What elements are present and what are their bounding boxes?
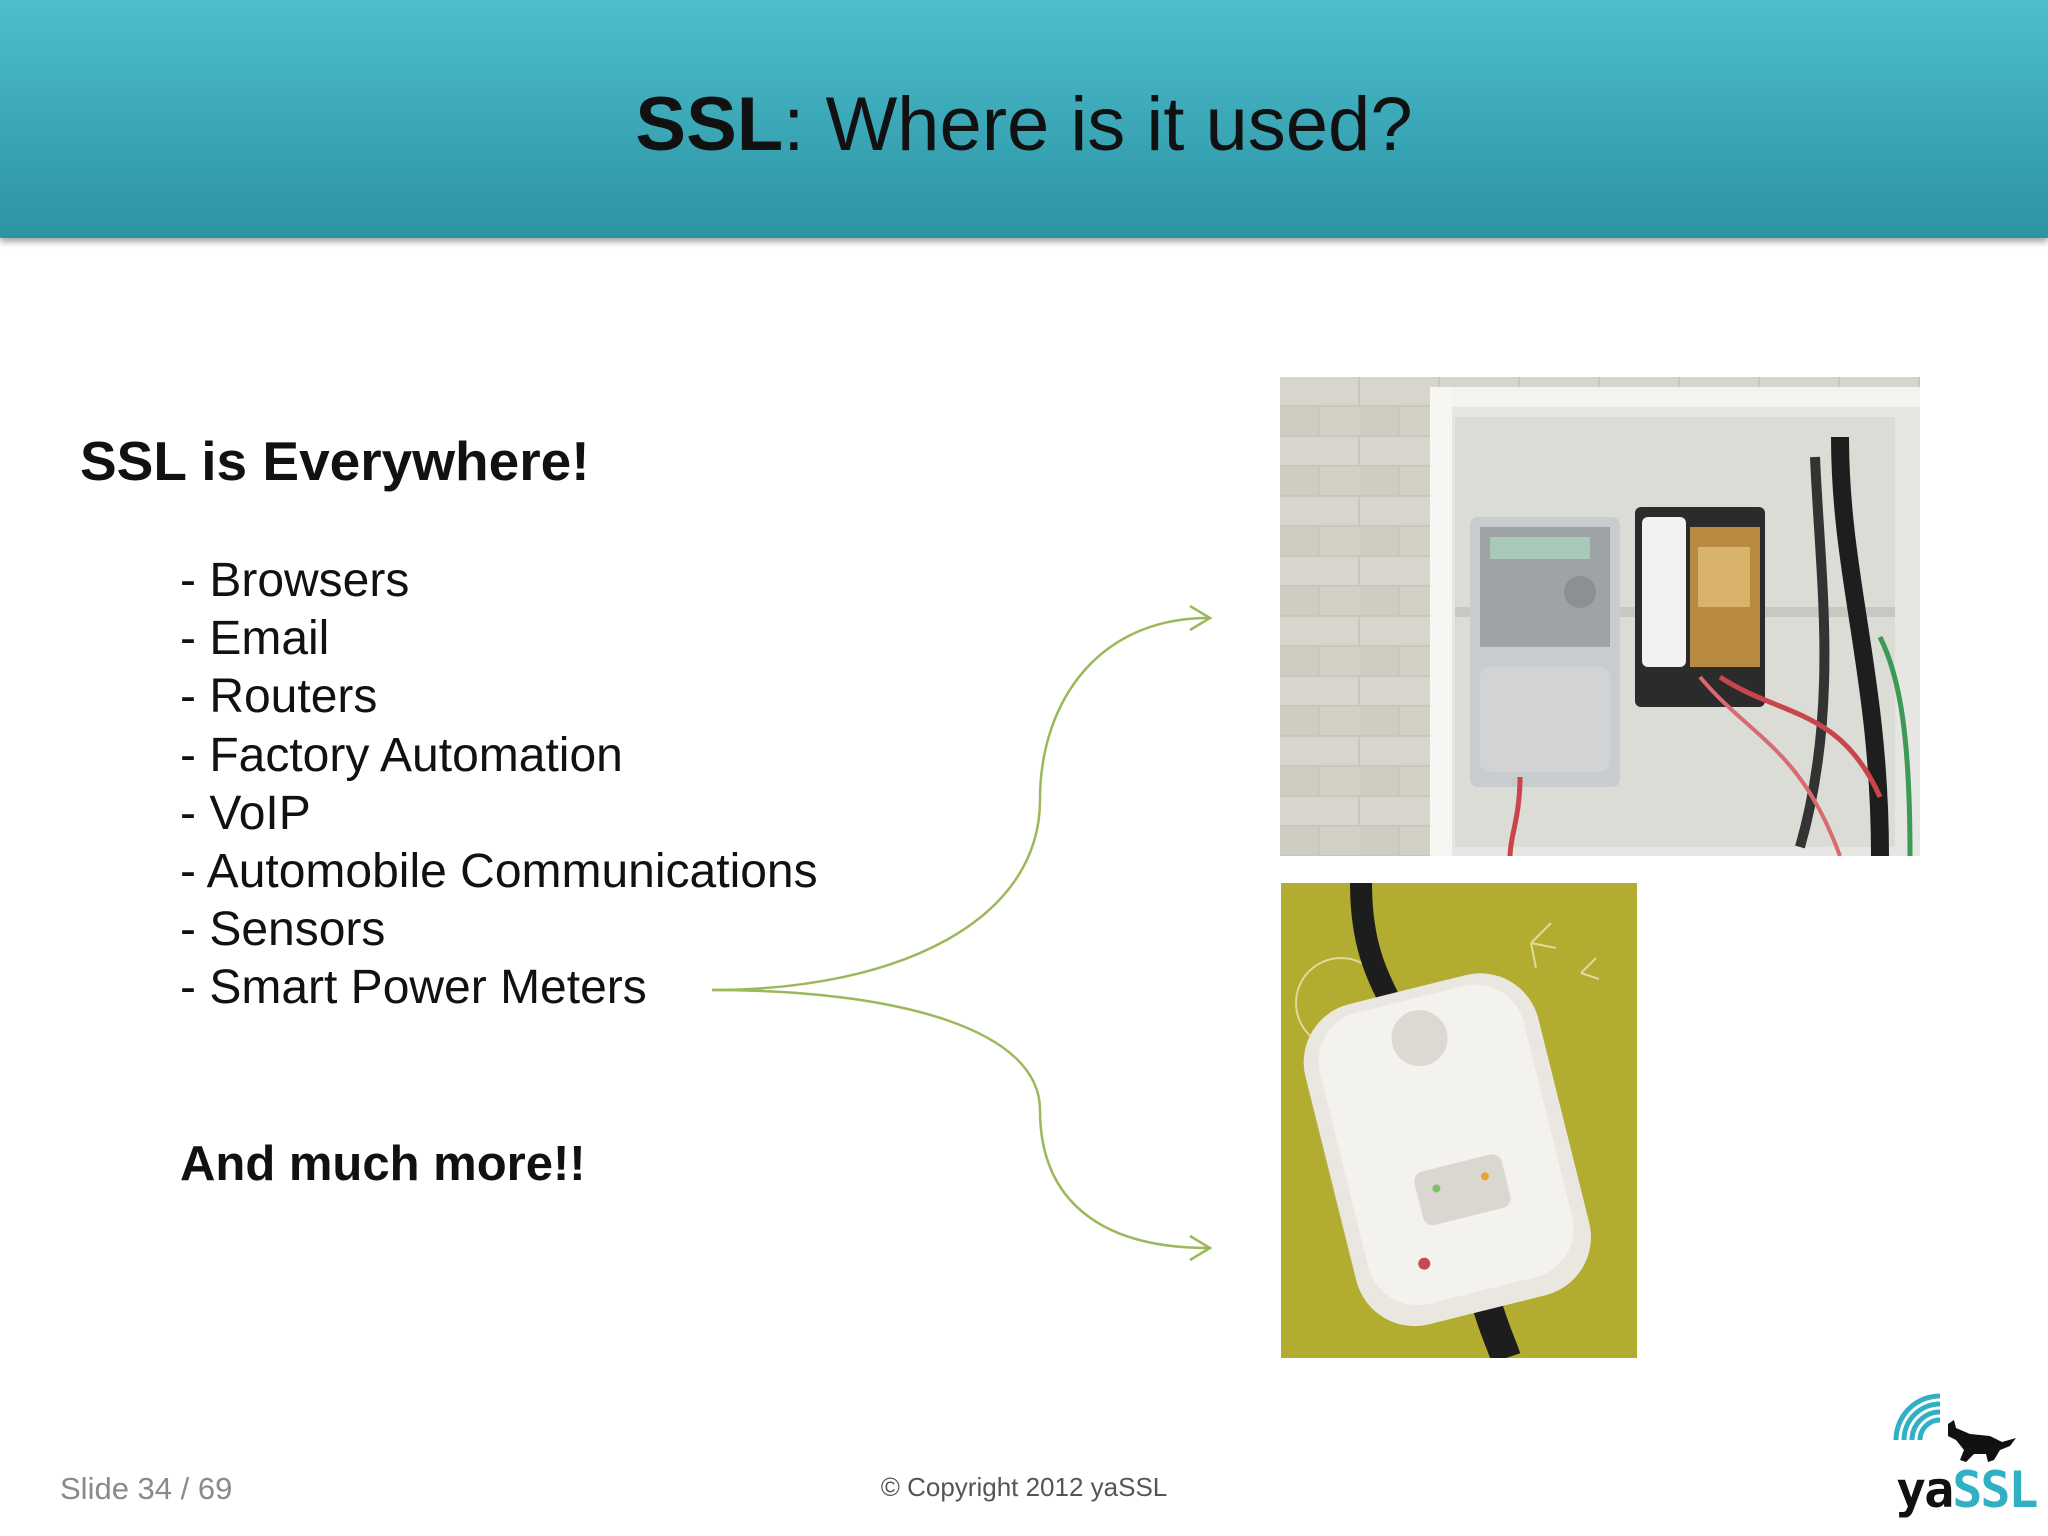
bullet-item: - Browsers: [180, 554, 410, 607]
arrowhead-bottom-icon: [1189, 1234, 1213, 1262]
smart-meter-photo: [1280, 377, 1920, 856]
gateway-device-photo: [1281, 883, 1637, 1358]
bullet-item: - Routers: [180, 670, 378, 724]
yassl-logo-text: yaSSL: [1896, 1461, 2039, 1519]
bullet-item: - Smart Power Meters: [180, 961, 647, 1015]
arrowhead-top-icon: [1189, 604, 1213, 632]
bullet-item: - Factory Automation: [180, 728, 623, 782]
title-rest: : Where is it used?: [783, 82, 1413, 167]
wolf-with-signal-waves-icon: [1893, 1393, 2016, 1462]
arrow-to-meter: [711, 616, 1209, 992]
section-heading: SSL is Everywhere!: [80, 430, 590, 492]
arrow-to-gateway: [711, 988, 1209, 1250]
slide-number: Slide 34 / 69: [60, 1471, 233, 1506]
slide-header: SSL: Where is it used?: [0, 0, 2048, 238]
slide-title: SSL: Where is it used?: [0, 80, 2048, 170]
bullet-item: - VoIP: [180, 786, 311, 840]
bullet-list: - Browsers - Email - Routers - Factory A…: [180, 552, 818, 1018]
bullet-item: - Automobile Communications: [180, 845, 818, 899]
bullet-item: - Sensors: [180, 903, 386, 957]
bullet-item: - Email: [180, 612, 330, 666]
copyright-text: © Copyright 2012 yaSSL: [880, 1472, 1168, 1502]
closing-text: And much more!!: [180, 1137, 586, 1191]
title-bold: SSL: [635, 82, 784, 167]
logo-text-ya: ya: [1896, 1461, 1954, 1519]
logo-text-ssl: SSL: [1952, 1461, 2038, 1519]
